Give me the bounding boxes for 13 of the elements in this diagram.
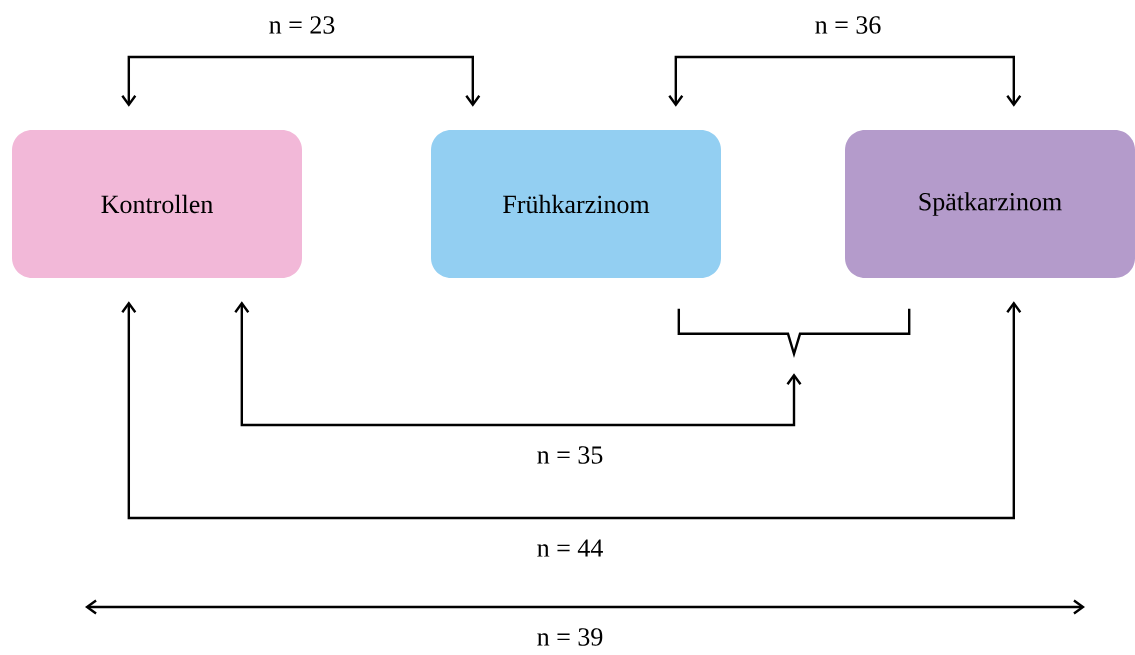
edge-label: n = 35	[537, 446, 603, 464]
edge-label: n = 23	[269, 16, 335, 34]
edge-label: n = 44	[537, 539, 603, 557]
edge-label: n = 36	[815, 16, 881, 34]
arrow	[668, 55, 1022, 107]
curly-brace	[677, 308, 911, 358]
arrow	[121, 55, 481, 107]
arrow	[121, 301, 1022, 520]
span-label: n = 39	[537, 628, 603, 646]
group-box: Frühkarzinom	[431, 130, 721, 278]
arrow	[234, 301, 802, 427]
group-box: Spätkarzinom	[845, 130, 1135, 278]
group-box: Kontrollen	[12, 130, 302, 278]
